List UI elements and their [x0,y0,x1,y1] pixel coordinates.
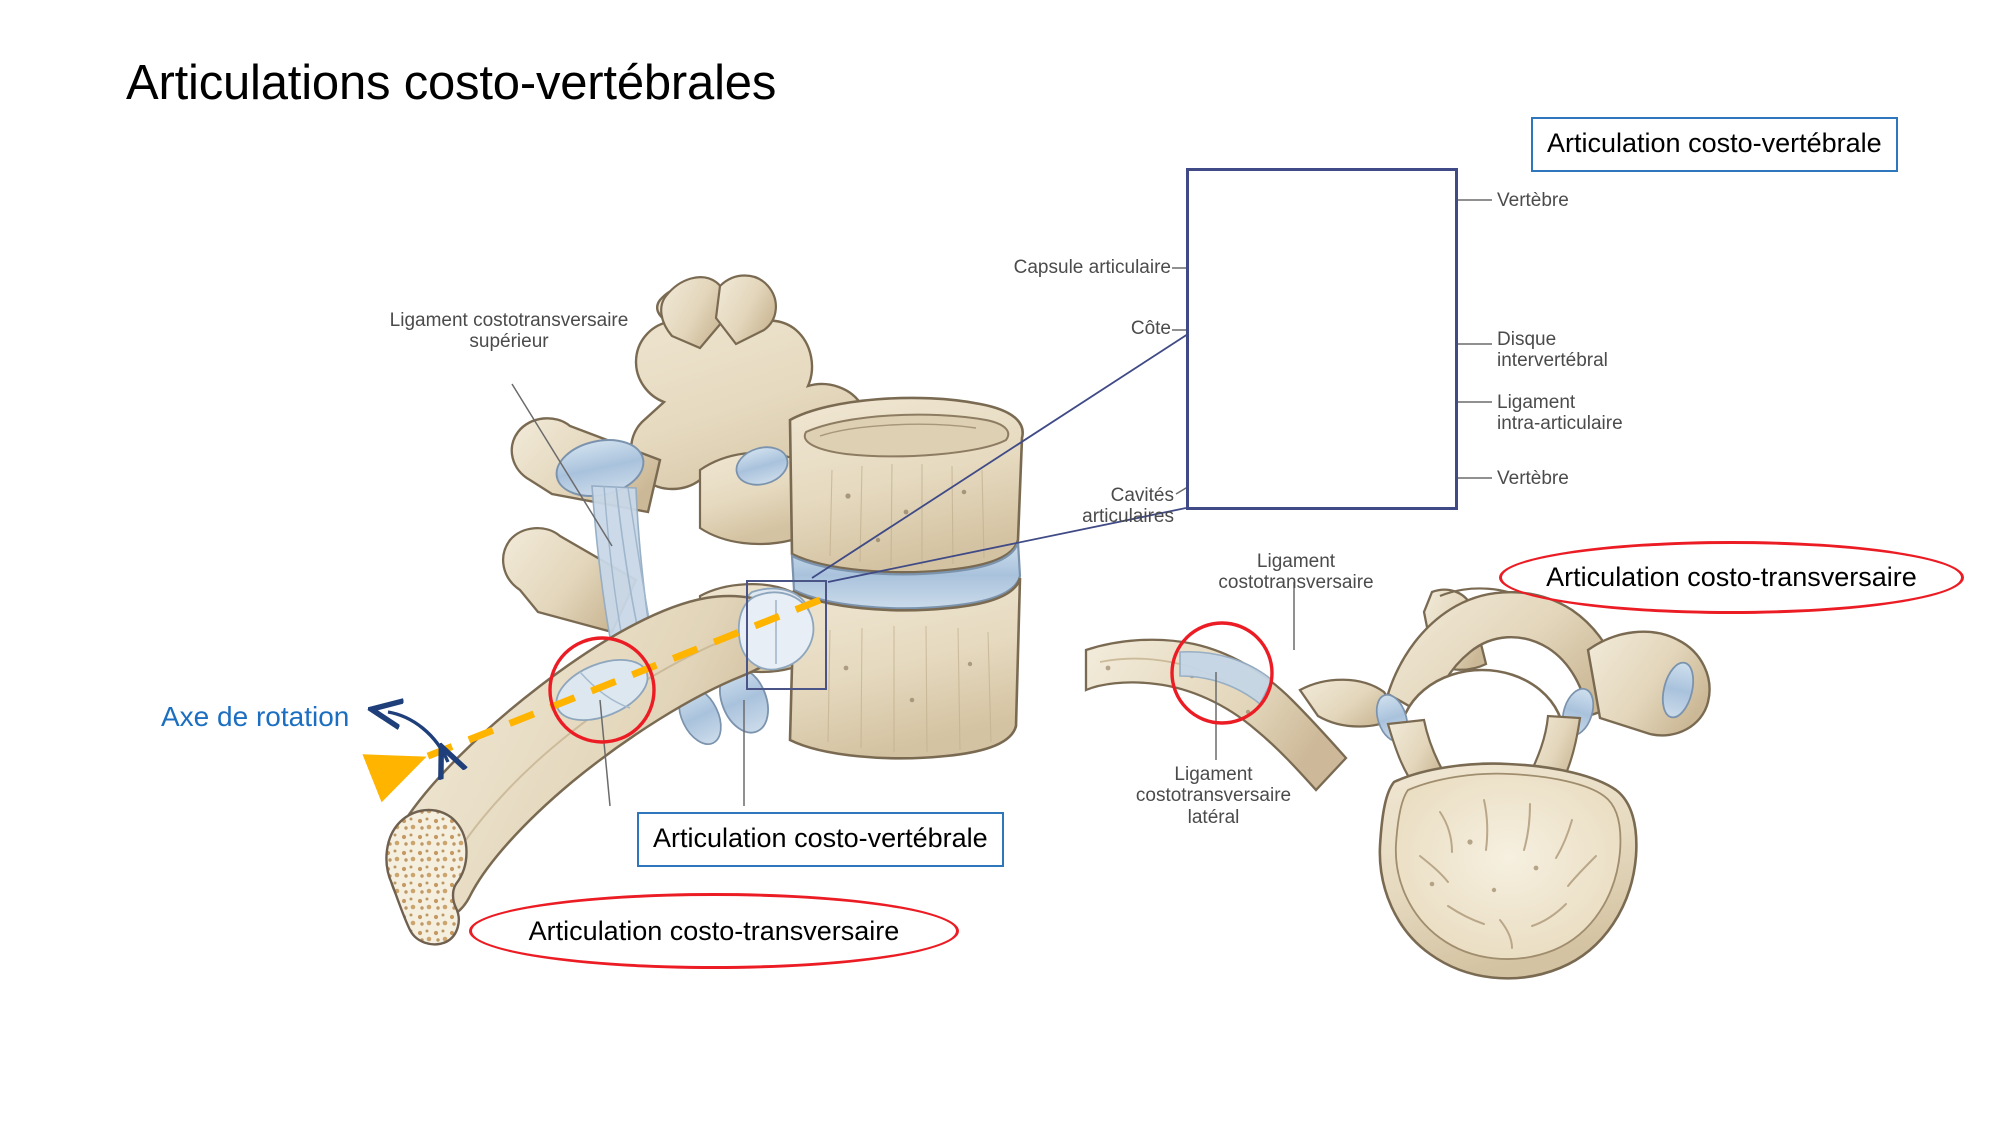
leader-line-lig-costotransversaire-superieur [511,383,613,547]
callout-costotransverse-right[interactable]: Articulation costo-transversaire [1499,541,1964,614]
label-ligament-costotransversaire-lateral: Ligament costotransversaire latéral [1135,764,1292,828]
label-axe-de-rotation: Axe de rotation [161,701,350,732]
label-ligament-intra-articulaire: Ligament intra-articulaire [1497,392,1623,435]
label-capsule-articulaire: Capsule articulaire [1013,257,1171,278]
zoom-region-rectangle [746,580,827,690]
inset-panel-frame [1186,168,1458,510]
callout-costotransverse-bottom[interactable]: Articulation costo-transversaire [469,893,959,969]
label-cavites-articulaires: Cavités articulaires [1082,485,1174,528]
callout-costovertebral-top-right[interactable]: Articulation costo-vertébrale [1531,117,1898,172]
rib-cut-end [385,808,468,946]
vertebral-body-superior-view [1378,762,1638,980]
rotation-direction-arrow [388,712,448,762]
page-title: Articulations costo-vertébrales [126,56,777,110]
label-disque-intervertebral: Disque intervertébral [1497,329,1608,372]
vertebral-foramen [1398,668,1566,808]
highlight-circle-costotransverse-right [1170,621,1274,725]
label-ligament-costotransversaire-superieur: Ligament costotransversaire supérieur [389,310,629,353]
label-ligament-costotransversaire: Ligament costotransversaire [1218,551,1374,594]
label-cote: Côte [1130,318,1171,339]
highlight-circle-costotransverse-left [548,636,656,744]
label-vertebre-superieure: Vertèbre [1497,190,1569,211]
callout-costovertebral-bottom[interactable]: Articulation costo-vertébrale [637,812,1004,867]
rib-shaft [388,594,798,922]
ligament-costotransversaire-superieur-fibres [591,485,655,649]
leader-line-costovertebral-bottom [599,699,611,807]
label-vertebre-inferieure: Vertèbre [1497,468,1569,489]
rib-tubercle-facet [555,659,649,721]
